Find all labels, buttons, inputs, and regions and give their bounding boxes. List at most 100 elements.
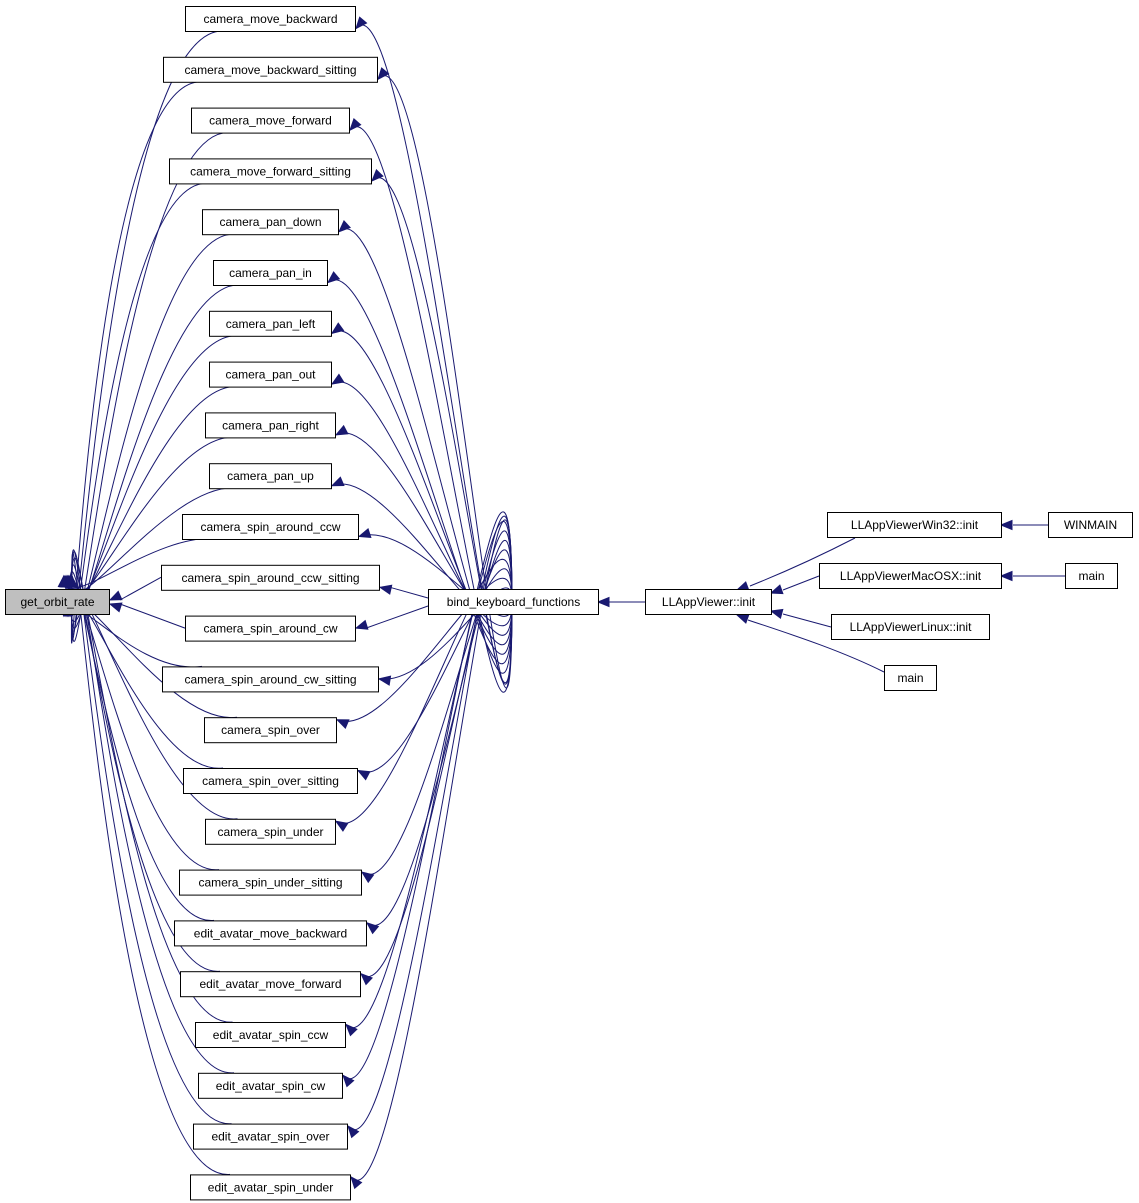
caller-camera-move-forward[interactable]: camera_move_forward [191,107,350,134]
caller-camera-spin-around-ccw-sitting-label: camera_spin_around_ccw_sitting [181,571,359,585]
caller-edit-avatar-spin-ccw[interactable]: edit_avatar_spin_ccw [195,1022,346,1048]
edge-hub-to-edit-avatar-spin-over [347,515,513,1139]
caller-camera-spin-around-cw-label: camera_spin_around_cw [203,622,337,636]
caller-camera-spin-over-sitting-label: camera_spin_over_sitting [202,774,339,788]
caller-camera-move-backward-sitting[interactable]: camera_move_backward_sitting [163,56,378,83]
caller-edit-avatar-spin-under-label: edit_avatar_spin_under [208,1180,333,1194]
node-main-direct-label: main [897,671,923,685]
caller-camera-pan-out[interactable]: camera_pan_out [209,361,332,388]
caller-camera-move-backward-box [185,6,356,32]
edge-hub-to-camera-spin-over [335,578,513,730]
caller-camera-move-forward-sitting-label: camera_move_forward_sitting [190,164,351,178]
caller-camera-spin-around-ccw-label: camera_spin_around_ccw [200,520,340,534]
caller-camera-spin-under[interactable]: camera_spin_under [205,818,336,845]
caller-camera-spin-around-ccw[interactable]: camera_spin_around_ccw [182,514,359,540]
caller-camera-pan-in[interactable]: camera_pan_in [213,260,328,286]
caller-camera-spin-over[interactable]: camera_spin_over [204,717,337,744]
node-llappviewerwin32-init[interactable]: LLAppViewerWin32::init [827,512,1002,538]
caller-camera-pan-left-box [209,310,332,337]
caller-edit-avatar-move-forward-box [180,971,361,998]
node-llappviewerlinux-init-box [831,614,990,640]
caller-camera-move-backward-sitting-label: camera_move_backward_sitting [184,63,356,77]
caller-edit-avatar-spin-under-box [190,1174,351,1201]
caller-camera-spin-over-sitting[interactable]: camera_spin_over_sitting [183,768,358,794]
caller-camera-pan-down[interactable]: camera_pan_down [202,209,339,236]
edge-hub-to-camera-move-backward [355,16,513,685]
node-llappviewerwin32-init-box [827,512,1002,538]
caller-edit-avatar-spin-ccw-label: edit_avatar_spin_ccw [213,1028,329,1042]
caller-camera-pan-right-box [205,412,336,439]
caller-edit-avatar-spin-over-label: edit_avatar_spin_over [211,1130,329,1144]
node-main-mac[interactable]: main [1065,563,1118,589]
caller-camera-pan-right[interactable]: camera_pan_right [205,412,336,439]
edge-llappviewer-to-hub [596,596,645,608]
caller-camera-pan-up-box [209,463,332,490]
node-llappviewer-init[interactable]: LLAppViewer::init [645,589,772,615]
caller-camera-spin-around-ccw-sitting[interactable]: camera_spin_around_ccw_sitting [161,564,380,591]
edge-hub-to-camera-pan-left [330,322,513,655]
edge-hub-to-camera-spin-over-sitting [356,568,513,781]
edge-hub-to-edit-avatar-move-forward [360,530,513,986]
hub-bind-keyboard-functions-box [428,589,599,615]
caller-camera-spin-under-box [205,818,336,845]
edge-hub-to-edit-avatar-spin-ccw [345,520,513,1037]
caller-camera-move-backward[interactable]: camera_move_backward [185,6,356,32]
caller-camera-pan-up[interactable]: camera_pan_up [209,463,332,490]
hub-bind-keyboard-functions[interactable]: bind_keyboard_functions [428,589,599,615]
caller-camera-move-forward-sitting[interactable]: camera_move_forward_sitting [169,158,372,185]
caller-camera-move-forward-label: camera_move_forward [209,114,332,128]
node-main-direct[interactable]: main [884,665,937,691]
caller-camera-pan-out-label: camera_pan_out [225,368,316,382]
caller-edit-avatar-move-forward-label: edit_avatar_move_forward [199,977,341,991]
caller-camera-pan-left[interactable]: camera_pan_left [209,310,332,337]
edge-hub-to-camera-spin-under [334,559,513,832]
node-llappviewerlinux-init-label: LLAppViewerLinux::init [850,620,973,634]
node-llappviewermacosx-init-box [819,563,1002,589]
node-llappviewerlinux-init[interactable]: LLAppViewerLinux::init [831,614,990,640]
caller-camera-spin-over-label: camera_spin_over [221,723,320,737]
edge-hub-to-camera-move-forward-sitting [371,168,513,684]
root-get-orbit-rate-box [5,589,110,615]
caller-camera-spin-under-sitting-label: camera_spin_under_sitting [198,876,342,890]
caller-camera-pan-in-label: camera_pan_in [229,266,312,280]
edge-macosx-to-llappviewer [769,575,820,595]
node-llappviewerwin32-init-label: LLAppViewerWin32::init [851,518,979,532]
caller-camera-move-backward-label: camera_move_backward [203,12,337,26]
caller-edit-avatar-spin-over[interactable]: edit_avatar_spin_over [193,1123,348,1150]
caller-camera-move-forward-box [191,107,350,134]
caller-camera-move-backward-sitting-box [163,56,378,83]
caller-edit-avatar-spin-ccw-box [195,1022,346,1048]
caller-camera-spin-around-cw-sitting-label: camera_spin_around_cw_sitting [184,672,356,686]
edge-hub-to-edit-avatar-spin-under [350,519,513,1190]
caller-camera-spin-around-cw[interactable]: camera_spin_around_cw [185,615,356,642]
edge-camera-spin-around-ccw-sitting-to-root [108,576,162,601]
edge-hub-to-camera-move-forward [349,118,513,693]
caller-camera-move-forward-sitting-box [169,158,372,185]
caller-camera-pan-in-box [213,260,328,286]
caller-edit-avatar-spin-under[interactable]: edit_avatar_spin_under [190,1174,351,1201]
root-get-orbit-rate[interactable]: get_orbit_rate [5,589,110,615]
caller-edit-avatar-spin-over-box [193,1123,348,1150]
node-winmain-label: WINMAIN [1064,518,1117,532]
edge-hub-to-camera-spin-around-ccw-sitting [378,584,429,599]
edge-linux-to-llappviewer [769,608,832,628]
caller-edit-avatar-move-backward-box [174,920,367,947]
edge-winmain-to-win32 [999,519,1048,531]
caller-edit-avatar-move-backward[interactable]: edit_avatar_move_backward [174,920,367,947]
edge-camera-spin-around-cw-to-root [108,602,186,629]
caller-camera-pan-out-box [209,361,332,388]
root-get-orbit-rate-label: get_orbit_rate [20,595,94,609]
caller-camera-spin-around-cw-sitting[interactable]: camera_spin_around_cw_sitting [162,666,379,693]
hub-bind-keyboard-functions-label: bind_keyboard_functions [447,595,580,609]
caller-edit-avatar-spin-cw[interactable]: edit_avatar_spin_cw [198,1072,343,1099]
caller-camera-spin-over-box [204,717,337,744]
node-llappviewermacosx-init[interactable]: LLAppViewerMacOSX::init [819,563,1002,589]
edge-hub-to-camera-pan-right [334,424,513,636]
edge-hub-to-edit-avatar-spin-cw [342,511,513,1088]
caller-edit-avatar-move-forward[interactable]: edit_avatar_move_forward [180,971,361,998]
caller-camera-spin-under-label: camera_spin_under [217,825,323,839]
node-winmain[interactable]: WINMAIN [1048,512,1133,538]
caller-camera-spin-under-sitting[interactable]: camera_spin_under_sitting [179,869,362,896]
